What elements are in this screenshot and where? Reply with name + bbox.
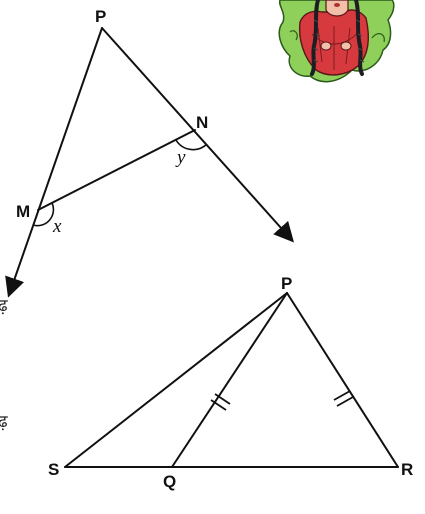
cartoon-girl-illustration bbox=[278, 0, 395, 83]
segment-pq bbox=[171, 292, 288, 468]
segment-ps bbox=[64, 292, 288, 468]
angle-arc-x bbox=[32, 202, 55, 227]
angle-arc-y bbox=[175, 139, 208, 151]
margin-text-2: ढ़ bbox=[0, 412, 8, 432]
segment-mn bbox=[37, 129, 196, 211]
label-Q-fig2: Q bbox=[163, 472, 176, 491]
angle-label-x: x bbox=[52, 216, 62, 237]
line-pn-ray bbox=[101, 27, 295, 243]
figure-1: P N M x y bbox=[5, 7, 295, 298]
segment-pr bbox=[286, 292, 399, 468]
tick-marks-pq bbox=[210, 393, 231, 411]
label-P-fig1: P bbox=[95, 7, 106, 26]
margin-text-1: ढ़ bbox=[0, 296, 8, 316]
line-pm-ray bbox=[5, 27, 103, 298]
label-R-fig2: R bbox=[401, 460, 413, 479]
label-S-fig2: S bbox=[48, 460, 59, 479]
tick-marks-pr bbox=[333, 390, 354, 407]
figure-2: P S Q R bbox=[48, 274, 413, 491]
angle-label-y: y bbox=[175, 147, 186, 168]
label-M-fig1: M bbox=[16, 202, 30, 221]
label-N-fig1: N bbox=[196, 113, 208, 132]
label-P-fig2: P bbox=[281, 274, 292, 293]
